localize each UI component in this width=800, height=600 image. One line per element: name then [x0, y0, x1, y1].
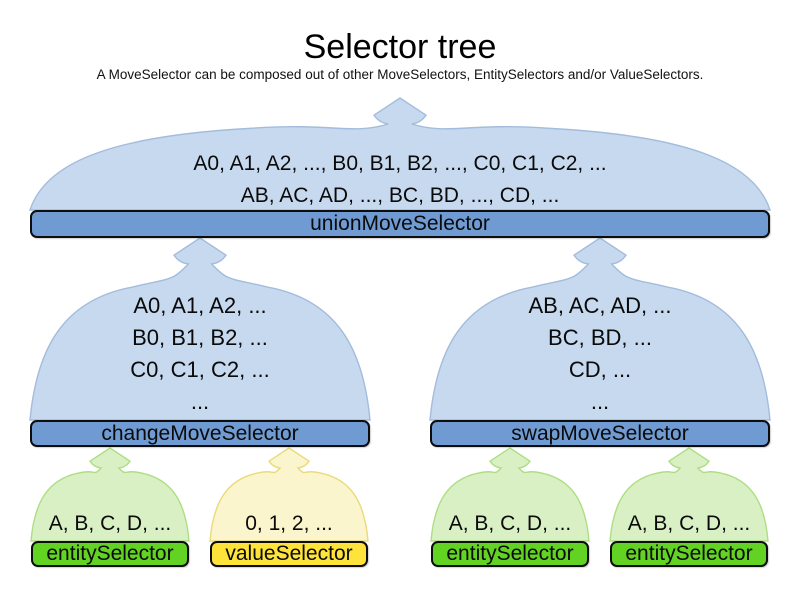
union-balloon-items: A0, A1, A2, ..., B0, B1, B2, ..., C0, C1…	[30, 148, 770, 212]
page-title: Selector tree	[303, 28, 497, 66]
entity-selector-bar-1: entitySelector	[31, 541, 189, 567]
page-subtitle: A MoveSelector can be composed out of ot…	[96, 67, 704, 82]
entity-balloon-items-2: A, B, C, D, ...	[448, 512, 572, 535]
change-items-line-3: C0, C1, C2, ...	[130, 357, 270, 382]
swap-items-line-2: BC, BD, ...	[548, 325, 652, 350]
union-selection-balloon	[29, 97, 771, 211]
entity-selection-balloon-2	[430, 447, 590, 542]
entity-selector-bar-3: entitySelector	[610, 541, 768, 567]
change-balloon-items: A0, A1, A2, ... B0, B1, B2, ... C0, C1, …	[30, 290, 370, 418]
change-items-line-4: ...	[190, 389, 210, 414]
entity-selection-balloon-3	[609, 447, 769, 542]
swap-items-line-4: ...	[590, 389, 610, 414]
entity-selection-balloon-1	[30, 447, 190, 542]
union-move-selector-bar: unionMoveSelector	[30, 210, 770, 238]
swap-items-line-1: AB, AC, AD, ...	[528, 293, 672, 318]
value-balloon-items: 0, 1, 2, ...	[245, 512, 333, 535]
swap-move-selector-bar: swapMoveSelector	[430, 420, 770, 447]
union-items-line-1: A0, A1, A2, ..., B0, B1, B2, ..., C0, C1…	[193, 152, 607, 175]
change-selection-balloon	[29, 237, 371, 421]
swap-balloon-items: AB, AC, AD, ... BC, BD, ... CD, ... ...	[430, 290, 770, 418]
union-items-line-2: AB, AC, AD, ..., BC, BD, ..., CD, ...	[240, 184, 560, 207]
change-move-selector-bar: changeMoveSelector	[30, 420, 370, 447]
value-selection-balloon	[209, 447, 369, 542]
entity-selector-bar-2: entitySelector	[431, 541, 589, 567]
swap-items-line-3: CD, ...	[568, 357, 632, 382]
swap-selection-balloon	[429, 237, 771, 421]
entity-balloon-items-1: A, B, C, D, ...	[48, 512, 172, 535]
entity-balloon-items-3: A, B, C, D, ...	[627, 512, 751, 535]
change-items-line-2: B0, B1, B2, ...	[132, 325, 268, 350]
value-selector-bar: valueSelector	[210, 541, 368, 567]
change-items-line-1: A0, A1, A2, ...	[133, 293, 267, 318]
